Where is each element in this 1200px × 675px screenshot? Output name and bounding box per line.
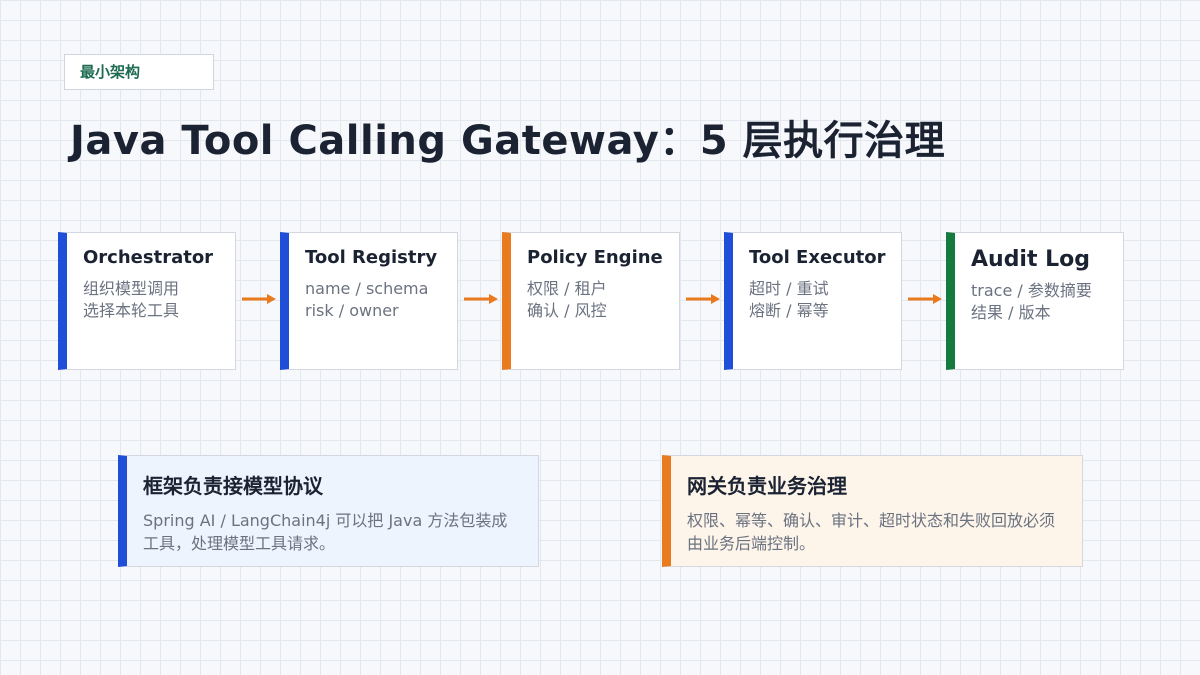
node-tool-executor: Tool Executor 超时 / 重试 熔断 / 幂等 xyxy=(724,232,902,370)
node-line: 结果 / 版本 xyxy=(971,303,1051,322)
node-policy-engine: Policy Engine 权限 / 租户 确认 / 风控 xyxy=(502,232,680,370)
node-title: Audit Log xyxy=(971,247,1091,272)
card-title: 框架负责接模型协议 xyxy=(143,474,323,498)
arrow-right-icon xyxy=(464,294,498,304)
node-line: 权限 / 租户 xyxy=(527,279,607,298)
gateway-card: 网关负责业务治理 权限、幂等、确认、审计、超时状态和失败回放必须由业务后端控制。 xyxy=(662,455,1083,567)
card-body: Spring AI / LangChain4j 可以把 Java 方法包装成工具… xyxy=(143,511,508,553)
node-line: trace / 参数摘要 xyxy=(971,281,1092,300)
node-line: name / schema xyxy=(305,279,429,298)
node-line: 超时 / 重试 xyxy=(749,279,829,298)
node-title: Policy Engine xyxy=(527,247,663,268)
node-title: Orchestrator xyxy=(83,247,214,268)
node-line: 熔断 / 幂等 xyxy=(749,301,829,320)
arrow-right-icon xyxy=(242,294,276,304)
section-tag: 最小架构 xyxy=(64,54,214,90)
framework-card: 框架负责接模型协议 Spring AI / LangChain4j 可以把 Ja… xyxy=(118,455,539,567)
page-title: Java Tool Calling Gateway：5 层执行治理 xyxy=(70,118,946,164)
card-body: 权限、幂等、确认、审计、超时状态和失败回放必须由业务后端控制。 xyxy=(687,511,1056,553)
node-audit-log: Audit Log trace / 参数摘要 结果 / 版本 xyxy=(946,232,1124,370)
node-title: Tool Executor xyxy=(749,247,886,268)
node-tool-registry: Tool Registry name / schema risk / owner xyxy=(280,232,458,370)
arrow-right-icon xyxy=(686,294,720,304)
node-line: risk / owner xyxy=(305,301,399,320)
node-orchestrator: Orchestrator 组织模型调用 选择本轮工具 xyxy=(58,232,236,370)
card-title: 网关负责业务治理 xyxy=(687,474,847,498)
node-line: 组织模型调用 xyxy=(83,279,180,298)
node-title: Tool Registry xyxy=(305,247,438,268)
node-line: 选择本轮工具 xyxy=(83,301,180,320)
arrow-right-icon xyxy=(908,294,942,304)
node-line: 确认 / 风控 xyxy=(527,301,607,320)
